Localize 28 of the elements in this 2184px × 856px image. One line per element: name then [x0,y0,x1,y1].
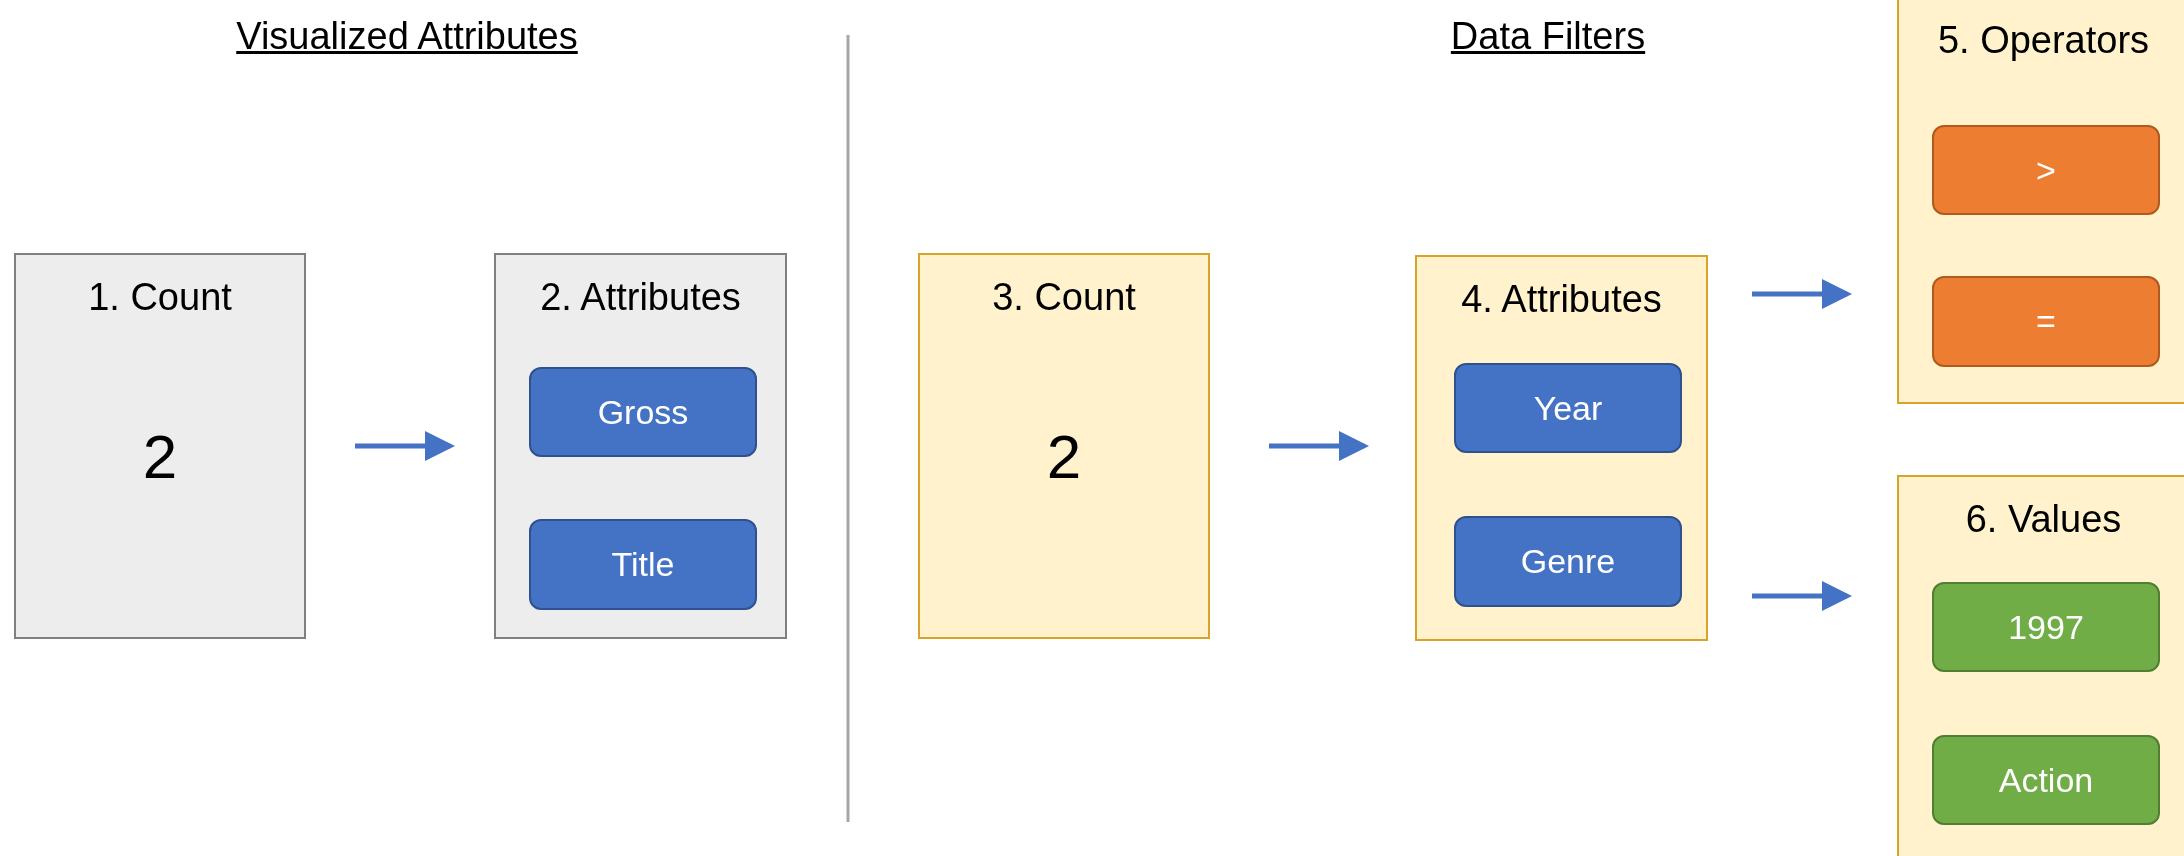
arrow [355,431,455,461]
value-chip: > [1932,125,2160,215]
value-chip: Title [529,519,757,610]
panel-box [1415,255,1708,641]
panel-heading: 5. Operators [1936,18,2151,63]
value-chip: Genre [1454,516,1682,607]
panel-heading: 6. Values [1964,497,2123,542]
value-chip: Action [1932,735,2160,825]
arrow [1269,431,1369,461]
value-chip: 1997 [1932,582,2160,672]
arrow [1752,279,1852,309]
panel-heading: 3. Count [991,275,1137,320]
panel-heading: 4. Attributes [1460,277,1663,322]
panel-heading: 2. Attributes [539,275,742,320]
value-chip: Gross [529,367,757,457]
value-chip: = [1932,276,2160,367]
panel-box [918,253,1210,639]
panel-box [14,253,306,639]
value-chip: Year [1454,363,1682,453]
count-value: 2 [141,421,179,493]
section-title: Visualized Attributes [236,14,578,59]
panel-box [1897,0,2184,404]
panel-box [1897,475,2184,856]
count-value: 2 [1045,421,1083,493]
panel-box [494,253,787,639]
panel-heading: 1. Count [87,275,233,320]
section-title: Data Filters [1450,14,1646,59]
arrow [1752,581,1852,611]
